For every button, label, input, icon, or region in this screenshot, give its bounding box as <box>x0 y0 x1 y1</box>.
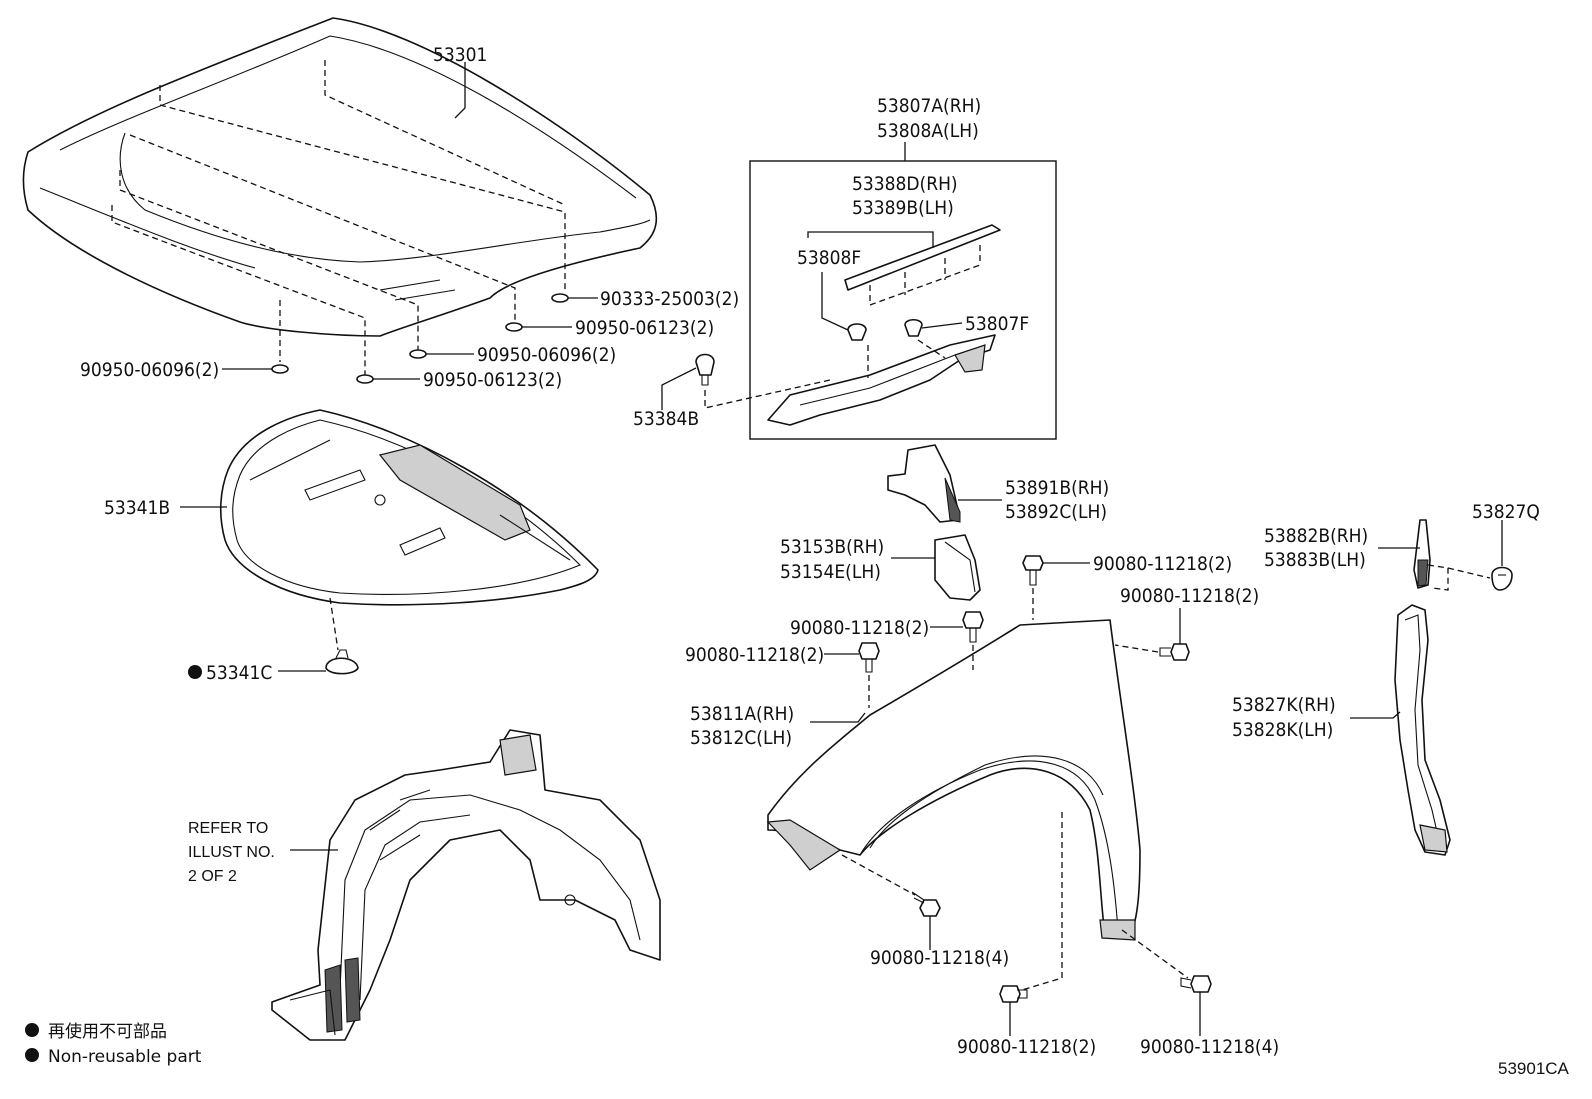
label-seal-rh: 53882B(RH) <box>1264 525 1368 547</box>
label-clip-53827q: 53827Q <box>1472 501 1540 523</box>
refer-note-line-3: 2 OF 2 <box>188 868 237 885</box>
label-bolt-e: 90080-11218(4) <box>870 947 1009 969</box>
label-cushion-90333: 90333-25003(2) <box>600 288 739 310</box>
label-protector-lh: 53828K(LH) <box>1232 719 1333 741</box>
hood-seal-box <box>749 142 1057 440</box>
refer-note-line-1: REFER TO <box>188 820 268 837</box>
refer-note-line-2: ILLUST NO. <box>188 844 275 861</box>
legend-dot-jp <box>25 1023 39 1037</box>
hood-panel <box>22 17 658 337</box>
label-clip-53341c: 53341C <box>206 662 272 684</box>
label-cushion-06096-a: 90950-06096(2) <box>477 344 616 366</box>
fender-pad <box>891 534 981 601</box>
fender-liner <box>271 729 661 1041</box>
label-bolt-d: 90080-11218(2) <box>685 644 824 666</box>
hood-leaders <box>222 62 598 380</box>
fender-seal <box>1378 519 1491 591</box>
label-pad-lh: 53154E(LH) <box>780 561 881 583</box>
legend-jp: 再使用不可部品 <box>48 1021 167 1042</box>
label-bolt-b: 90080-11218(2) <box>1120 585 1259 607</box>
fender-protector <box>1350 604 1451 856</box>
label-cushion-06096-left: 90950-06096(2) <box>80 359 219 381</box>
label-pad-rh: 53153B(RH) <box>780 536 884 558</box>
illustration-code: 53901CA <box>1498 1059 1570 1078</box>
legend: 再使用不可部品 Non-reusable part <box>25 1021 202 1067</box>
legend-dot-en <box>25 1048 39 1062</box>
label-bolt-g: 90080-11218(4) <box>1140 1036 1279 1058</box>
label-bolt-f: 90080-11218(2) <box>957 1036 1096 1058</box>
clip-53341c <box>188 597 359 679</box>
label-bracket-lh: 53892C(LH) <box>1005 501 1107 523</box>
clip-53384b <box>661 353 831 410</box>
label-bolt-a: 90080-11218(2) <box>1093 553 1232 575</box>
label-fender-lh: 53812C(LH) <box>690 727 792 749</box>
label-protector-rh: 53827K(RH) <box>1232 694 1336 716</box>
clip-53827q <box>1491 520 1513 591</box>
label-clip-53808f: 53808F <box>797 247 861 269</box>
label-clip-53807f: 53807F <box>965 313 1029 335</box>
hood-insulator <box>219 409 599 606</box>
label-cushion-06123-a: 90950-06123(2) <box>575 317 714 339</box>
label-hood-seal-lh: 53808A(LH) <box>877 120 979 142</box>
label-bracket-rh: 53891B(RH) <box>1005 477 1109 499</box>
legend-en: Non-reusable part <box>48 1047 202 1067</box>
label-clip-53384b: 53384B <box>633 408 699 430</box>
front-fender <box>766 619 1141 941</box>
label-seal-lh: 53883B(LH) <box>1264 549 1366 571</box>
label-insulator: 53341B <box>104 497 170 519</box>
hood-dashed-lines <box>111 60 566 375</box>
label-cushion-06123-b: 90950-06123(2) <box>423 369 562 391</box>
fender-bolts <box>824 555 1212 1036</box>
label-strip-lh: 53389B(LH) <box>852 197 954 219</box>
fender-bracket <box>887 444 1002 523</box>
hood-cushions <box>271 293 569 384</box>
label-hood: 53301 <box>433 44 487 66</box>
label-strip-rh: 53388D(RH) <box>852 173 958 195</box>
label-fender-rh: 53811A(RH) <box>690 703 794 725</box>
label-hood-seal-rh: 53807A(RH) <box>877 95 981 117</box>
label-bolt-c: 90080-11218(2) <box>790 617 929 639</box>
